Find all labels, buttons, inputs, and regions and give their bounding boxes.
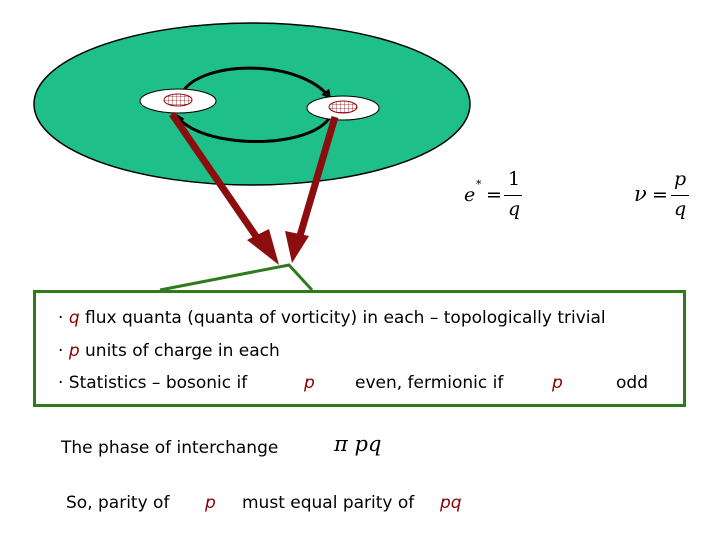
bullet: · [58, 341, 63, 361]
var-q: q [69, 308, 80, 328]
vortex-right [307, 96, 379, 120]
e-star-fraction-bar [504, 195, 522, 196]
nu-equation: ν = p q [634, 168, 694, 224]
parity-var-pq: pq [440, 493, 462, 513]
phase-p: p [355, 432, 368, 456]
var-p: p [69, 341, 80, 361]
green-disk [34, 23, 470, 185]
statistics-var-p-1: p [304, 373, 315, 393]
statistics-middle-text: even, fermionic if [355, 373, 503, 393]
statistics-end-text: odd [616, 373, 648, 393]
bullet: · [58, 308, 63, 328]
nu-fraction-bar [671, 195, 689, 196]
phase-pi: π [334, 432, 348, 456]
nu-denominator: q [674, 198, 686, 220]
e-star-lhs: e [464, 184, 475, 206]
statistics-var-p-2: p [552, 373, 563, 393]
statistics-text: · Statistics – bosonic if [58, 373, 247, 393]
callout-pointer [160, 265, 312, 290]
e-star-equation: e * = 1 q [462, 168, 522, 224]
vortex-left [140, 89, 216, 113]
phase-expression: π pq [334, 432, 381, 456]
nu-numerator: p [674, 168, 686, 190]
parity-middle: must equal parity of [242, 493, 414, 513]
box-line-statistics: · Statistics – bosonic if [58, 373, 247, 393]
phase-text: The phase of interchange [61, 438, 278, 458]
phase-q: q [368, 432, 381, 456]
flux-text: flux quanta (quanta of vorticity) in eac… [85, 308, 606, 328]
parity-var-p: p [205, 493, 216, 513]
e-star-numerator: 1 [508, 168, 520, 190]
e-star-equals: = [486, 184, 502, 206]
charge-text: units of charge in each [85, 341, 280, 361]
box-line-charge: · p units of charge in each [58, 341, 280, 361]
e-star-superscript: * [476, 178, 482, 191]
nu-equals: = [652, 184, 668, 206]
nu-lhs: ν [634, 182, 647, 206]
box-line-flux: · q flux quanta (quanta of vorticity) in… [58, 308, 606, 328]
e-star-denominator: q [508, 198, 520, 220]
parity-prefix: So, parity of [66, 493, 169, 513]
